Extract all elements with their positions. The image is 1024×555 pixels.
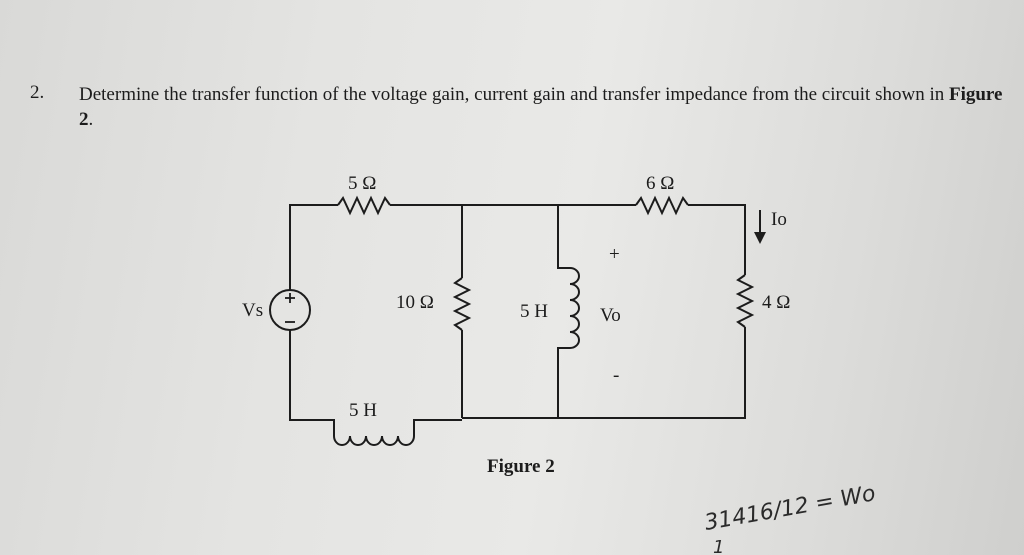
question-number: 2.	[30, 82, 45, 103]
inductor-5H-vertical	[569, 267, 580, 349]
source-label: Vs	[242, 300, 263, 321]
resistor-6-ohm	[635, 195, 689, 216]
resistor-5-ohm	[337, 195, 391, 216]
l2-label: 5 H	[349, 400, 377, 421]
handwritten-mark: 1	[713, 537, 724, 555]
circuit-wires	[269, 195, 761, 446]
resistor-10-ohm	[452, 277, 472, 331]
vo-plus-sign: +	[609, 244, 620, 265]
question-end: .	[88, 109, 94, 130]
resistor-4-ohm	[735, 274, 755, 328]
l1-label: 5 H	[520, 301, 548, 322]
current-arrow-head	[754, 232, 766, 244]
r2-label: 6 Ω	[646, 173, 674, 194]
io-label: Io	[771, 209, 787, 230]
question-body: Determine the transfer function of the v…	[79, 84, 949, 105]
r1-label: 5 Ω	[348, 173, 376, 194]
figure-caption: Figure 2	[487, 456, 555, 477]
r4-label: 4 Ω	[762, 292, 790, 313]
r3-label: 10 Ω	[396, 292, 434, 313]
handwritten-note: 31416/12 = Wo	[703, 481, 878, 536]
vo-label: Vo	[600, 305, 621, 326]
voltage-source	[269, 289, 311, 331]
inductor-5H-horizontal	[333, 435, 415, 446]
vo-minus-sign: -	[613, 365, 619, 386]
figure-reference: Figure 2	[79, 84, 1003, 130]
question-text: Determine the transfer function of the v…	[79, 82, 1009, 132]
